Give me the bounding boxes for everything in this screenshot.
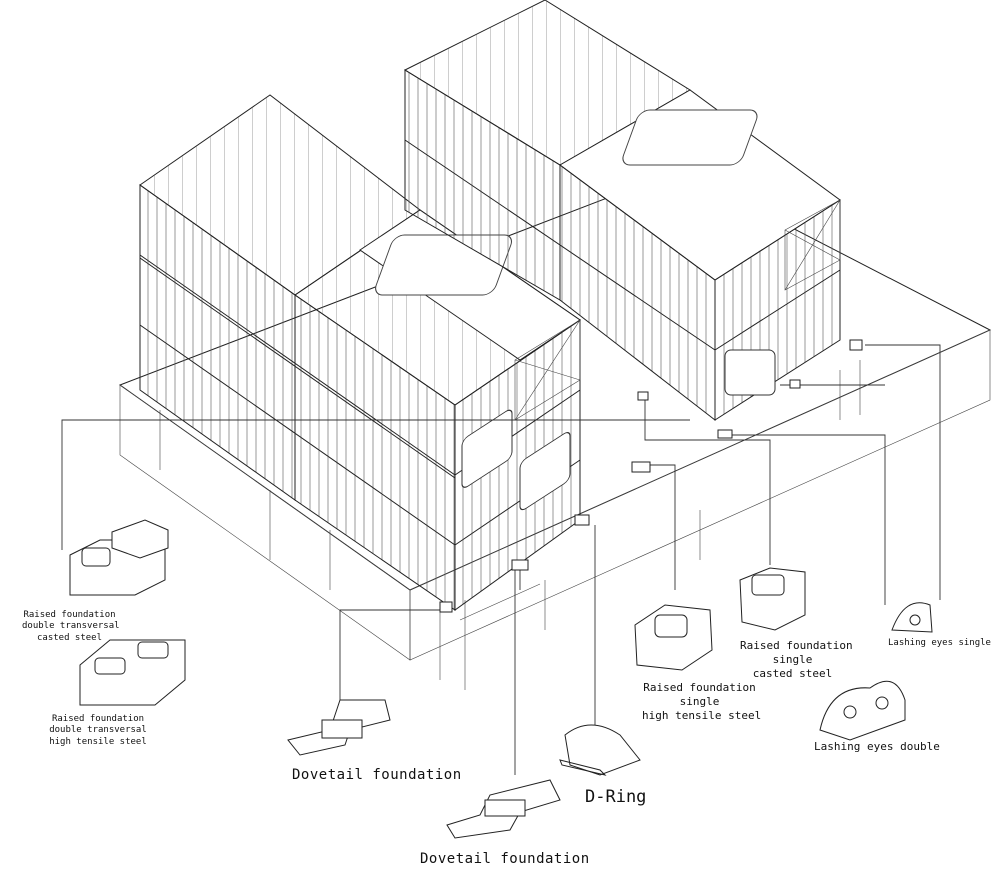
raised-double-hts-part [79,639,186,706]
label-lashing-double: Lashing eyes double [814,740,940,753]
right-container-stack [403,0,841,422]
label-line: Raised foundation [51,714,145,724]
label-raised-double-cast: Raised foundation double transversal cas… [22,610,120,644]
dovetail-part-1 [287,699,391,756]
label-d-ring: D-Ring [585,787,647,807]
lashing-eye-single-part [891,602,933,633]
dovetail-part-2 [446,779,561,839]
label-line: Raised foundation [23,610,116,620]
label-dovetail-1: Dovetail foundation [292,767,462,783]
label-line: high tensile steel [49,736,147,747]
label-line: high tensile steel [642,708,762,722]
deck-fittings [439,339,863,613]
label-raised-double-hts: Raised foundation double transversal hig… [48,714,148,748]
d-ring-part [559,724,641,776]
raised-single-cast-part [739,567,806,631]
label-lashing-single: Lashing eyes single [888,638,991,648]
left-container-stack [139,94,581,611]
label-line: single [772,652,813,666]
label-line: casted steel [752,666,833,680]
lashing-eye-double-part [819,680,906,741]
raised-single-hts-part [634,604,713,671]
label-line: single [679,694,720,708]
label-line: double transversal [49,725,147,736]
label-line: casted steel [36,632,103,643]
label-line: double transversal [22,621,120,632]
raised-double-cast-part [69,519,169,596]
label-line: Raised foundation [643,681,756,694]
label-raised-single-hts: Raised foundation single high tensile st… [642,681,762,722]
label-raised-single-cast: Raised foundation single casted steel [740,639,853,680]
label-line: Raised foundation [740,639,853,652]
leader-lines [61,344,941,775]
label-dovetail-2: Dovetail foundation [420,851,590,867]
